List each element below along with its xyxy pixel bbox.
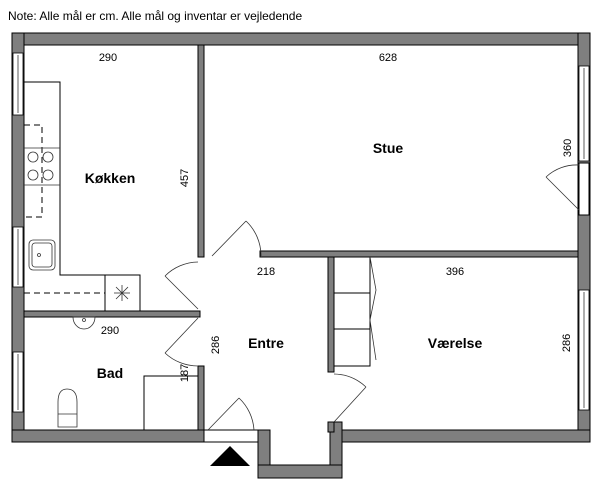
toilet-icon xyxy=(57,388,78,428)
kitchen-width: 290 xyxy=(99,52,117,64)
bath-depth: 187 xyxy=(179,364,191,382)
kitchen-depth: 457 xyxy=(179,169,191,187)
bath-width: 290 xyxy=(101,325,119,337)
bedroom-label: Værelse xyxy=(428,335,483,351)
hall-label: Entre xyxy=(248,335,284,351)
sink-icon xyxy=(28,239,56,271)
living-width: 628 xyxy=(379,52,397,64)
floorplan-note: Note: Alle mål er cm. Alle mål og invent… xyxy=(8,9,303,23)
bedroom-depth: 286 xyxy=(561,334,573,352)
living-depth: 360 xyxy=(562,139,574,157)
bath-label: Bad xyxy=(97,365,123,381)
living-label: Stue xyxy=(373,140,404,156)
hall-depth: 286 xyxy=(210,336,222,354)
kitchen-counter xyxy=(24,81,141,312)
bedroom-width: 396 xyxy=(446,266,464,278)
doors xyxy=(164,162,590,443)
kitchen-label: Køkken xyxy=(85,170,136,186)
vent-icon xyxy=(114,285,130,301)
hall-width: 218 xyxy=(257,266,275,278)
entrance-arrow-icon xyxy=(210,446,250,466)
stove-icon xyxy=(24,147,60,186)
windows xyxy=(12,52,590,413)
wardrobe xyxy=(334,256,377,367)
bath-fixtures xyxy=(57,316,198,430)
washbasin-icon xyxy=(72,316,96,330)
